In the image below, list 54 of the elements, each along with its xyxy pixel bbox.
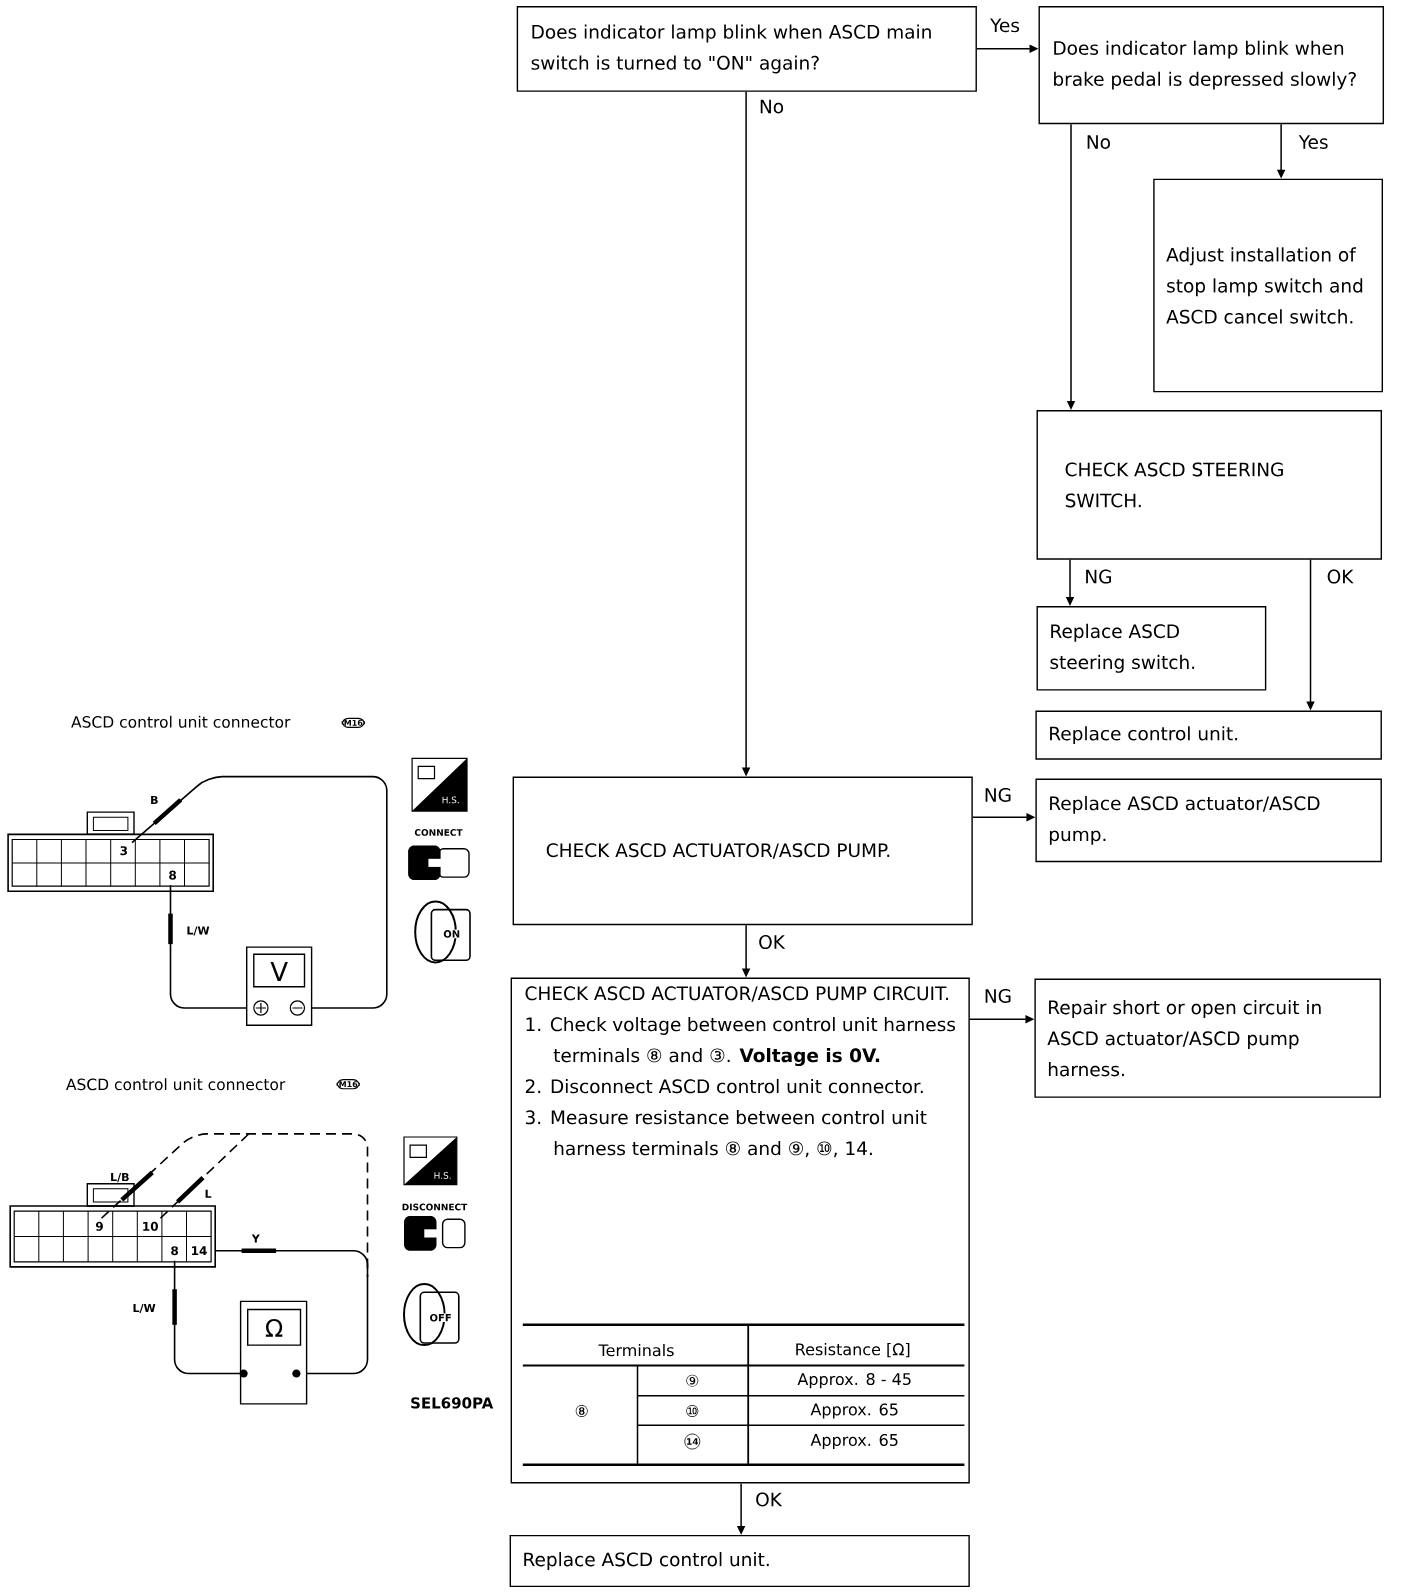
icon-label: ON	[442, 929, 461, 939]
figure-code: SEL690PA	[411, 1397, 494, 1409]
wire-color-label: B	[151, 795, 158, 804]
caption: ASCD control unit connector	[71, 715, 291, 728]
terminal-number: 8	[171, 1246, 179, 1256]
wire-color-label: L/W	[187, 926, 210, 936]
terminal-number: 3	[120, 846, 127, 856]
process-box: Replace ASCD control unit.	[509, 1534, 970, 1588]
process-box: Repair short or open circuit in ASCD actuator/ASCD pump harness.	[1034, 978, 1381, 1098]
icon-label: CONNECT	[414, 829, 463, 836]
caption: ASCD control unit connector	[66, 1078, 286, 1091]
edge-label: NG	[982, 987, 1013, 1004]
terminal-number: 8	[169, 870, 177, 880]
edge-label: OK	[754, 1491, 783, 1508]
edge-label: No	[757, 98, 786, 115]
icon-label: H.S.	[434, 1172, 451, 1179]
icon-label: DISCONNECT	[402, 1203, 468, 1211]
decision-box: Does indicator lamp blink when brake pedal is depressed slowly?	[1038, 6, 1384, 125]
edge-label: OK	[1325, 568, 1355, 585]
table-cell: Approx. 65	[810, 1403, 898, 1419]
table-cell: Terminals	[598, 1343, 674, 1357]
edge-label: Yes	[1297, 134, 1330, 150]
connector-id-badge: M16	[336, 1079, 360, 1090]
wire-color-label: L	[205, 1189, 212, 1198]
wire-color-label: L/B	[111, 1173, 129, 1183]
table-cell: Approx. 8 - 45	[797, 1373, 911, 1389]
table-cell: Approx. 65	[810, 1433, 898, 1450]
meter-symbol: Ω	[265, 1318, 283, 1337]
decision-box: Does indicator lamp blink when ASCD main switch is turned to "ON" again?	[516, 6, 977, 92]
edge-label: No	[1084, 134, 1112, 150]
process-box: CHECK ASCD ACTUATOR/ASCD PUMP.	[512, 776, 973, 926]
wire-color-label: L/W	[133, 1304, 156, 1314]
process-box: Replace ASCD actuator/ASCD pump.	[1035, 778, 1382, 863]
edge-label: OK	[757, 934, 786, 951]
terminal-number: 10	[143, 1221, 158, 1231]
process-box: CHECK ASCD STEERING SWITCH.	[1036, 410, 1382, 560]
table-cell: ⑨	[686, 1374, 699, 1387]
icon-label: OFF	[429, 1313, 453, 1322]
terminal-number: 14	[192, 1246, 207, 1256]
connector-id-badge: M16	[341, 717, 365, 728]
process-box: Replace control unit.	[1035, 710, 1382, 760]
table-cell: Resistance [Ω]	[796, 1343, 910, 1358]
table-cell: 14	[684, 1433, 701, 1450]
edge-label: Yes	[989, 17, 1021, 34]
table-cell: ⑩	[686, 1405, 699, 1417]
icon-label: H.S.	[442, 796, 459, 804]
terminal-number: 9	[95, 1221, 103, 1231]
process-box: Replace ASCD steering switch.	[1036, 606, 1267, 691]
process-box: Adjust installation of stop lamp switch and ASCD cancel switch.	[1153, 178, 1383, 393]
table-cell: ⑧	[575, 1405, 588, 1417]
edge-label: NG	[982, 786, 1013, 803]
meter-symbol: V	[270, 962, 288, 981]
edge-label: NG	[1083, 568, 1114, 585]
wire-color-label: Y	[251, 1234, 260, 1243]
